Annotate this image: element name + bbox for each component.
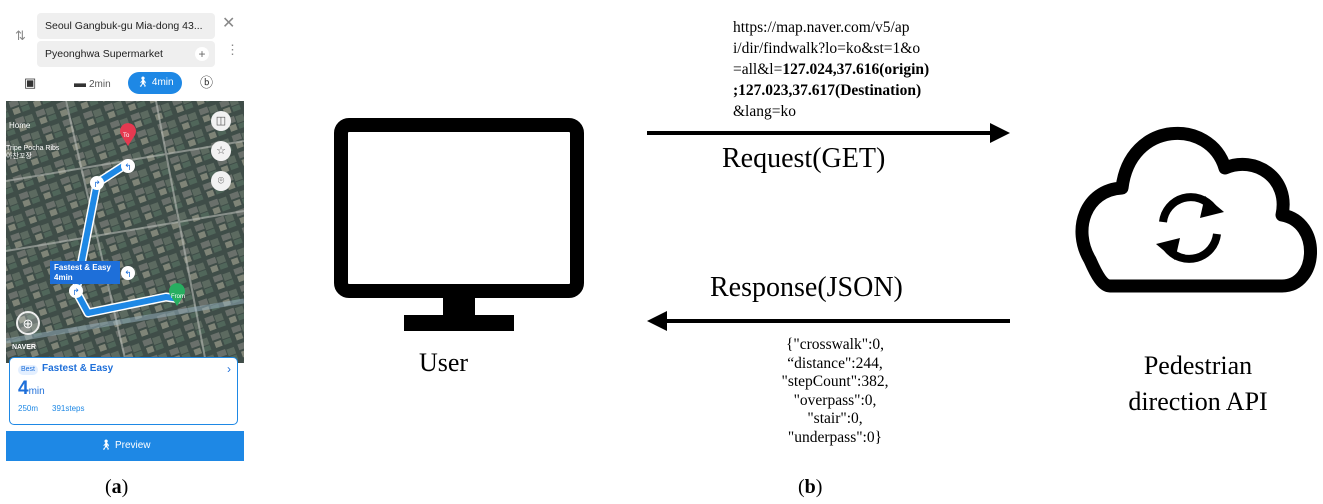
more-icon[interactable]: ⋮ [226, 42, 239, 57]
preview-button[interactable]: 🚶︎ Preview [6, 431, 244, 461]
json-line: {"crosswalk":0, [785, 336, 884, 353]
caption-b: (b) [798, 476, 823, 498]
response-arrow [647, 311, 1010, 331]
json-line: “distance":244, [787, 354, 883, 372]
transport-mode-bar: ▣ ▬2min 🚶︎ 4min ⓑ [6, 72, 244, 98]
caption-b-letter: b [804, 476, 816, 498]
svg-text:↱: ↱ [93, 179, 101, 189]
car-icon: ▬ [74, 76, 86, 90]
destination-pin[interactable]: To [123, 133, 130, 139]
url-line: https://map.naver.com/v5/ap [733, 19, 910, 36]
url-line: =all&l=127.024,37.616(origin) [733, 59, 973, 80]
caption-a-letter: a [111, 476, 122, 498]
close-icon[interactable]: ✕ [222, 15, 236, 32]
json-line: "overpass":0, [793, 391, 877, 409]
route-steps: 391steps [52, 404, 85, 413]
walk-icon: 🚶︎ [136, 77, 150, 88]
route-tag[interactable]: Fastest & Easy 4min [50, 261, 120, 284]
car-mode-tab[interactable]: ▬2min [74, 72, 111, 94]
destination-field[interactable]: Pyeonghwa Supermarket + [37, 41, 215, 67]
route-distance: 250m [18, 404, 39, 413]
json-line: "stair":0, [807, 410, 863, 427]
poi-label: Tripe Pocha Ribs 아찬꼬장 [6, 145, 59, 161]
destination-text: Pyeonghwa Supermarket [45, 48, 163, 60]
user-label: User [419, 348, 469, 377]
route-duration-number: 4 [18, 378, 29, 399]
add-waypoint-icon[interactable]: + [195, 47, 209, 61]
bus-mode-icon[interactable]: ▣ [24, 75, 37, 90]
url-origin: 127.024,37.616(origin) [782, 61, 930, 78]
layers-icon[interactable]: ◫ [211, 111, 231, 131]
request-label: Request(GET) [722, 143, 886, 174]
monitor-icon [334, 118, 584, 331]
chevron-right-icon[interactable]: › [227, 362, 231, 376]
json-line: "stepCount":382, [781, 373, 889, 390]
phone-screenshot: ⇅ Seoul Gangbuk-gu Mia-dong 43... ✕ Pyeo… [6, 6, 244, 461]
url-line: i/dir/findwalk?lo=ko&st=1&o [733, 40, 921, 57]
walk-icon: 🚶︎ [99, 440, 113, 451]
walk-time: 4min [151, 77, 174, 88]
car-time: 2min [89, 79, 111, 90]
url-destination: ;127.023,37.617(Destination) [733, 82, 922, 99]
home-label: Home [9, 121, 31, 130]
svg-text:↱: ↱ [72, 287, 80, 297]
api-label-line1: Pedestrian [1143, 351, 1253, 380]
json-line: "underpass":0} [787, 428, 883, 446]
caption-a: (a) [105, 476, 129, 498]
my-location-icon[interactable]: ⊕ [16, 311, 40, 335]
location-pin-icon[interactable]: ⌾ [211, 171, 231, 191]
api-label: Pedestrian direction API [1093, 348, 1303, 420]
route-duration-unit: min [28, 386, 45, 397]
map-canvas: ↰ ↱ ↰ ↱ [6, 101, 244, 363]
walk-mode-tab[interactable]: 🚶︎ 4min [128, 72, 182, 94]
origin-field[interactable]: Seoul Gangbuk-gu Mia-dong 43... [37, 13, 215, 39]
route-summary-card[interactable]: Best Fastest & Easy › 4min 250m 391steps [9, 357, 238, 425]
svg-text:↰: ↰ [124, 162, 132, 172]
preview-label: Preview [114, 440, 151, 451]
swap-icon[interactable]: ⇅ [15, 28, 26, 43]
svg-text:↰: ↰ [124, 269, 132, 279]
route-tag-time: 4min [54, 273, 73, 282]
origin-pin[interactable]: From [171, 294, 185, 300]
url-line: &lang=ko [733, 103, 796, 120]
map-view[interactable]: ↰ ↱ ↰ ↱ Home Tripe Pocha Ribs 아찬꼬장 To Fr… [6, 101, 244, 363]
request-arrow [647, 123, 1010, 143]
route-tag-title: Fastest & Easy [54, 263, 111, 272]
naver-logo: NAVER [12, 344, 36, 351]
poi-label-line1: Tripe Pocha Ribs [6, 145, 60, 152]
api-label-line2: direction API [1128, 387, 1268, 416]
best-badge: Best [18, 365, 39, 375]
star-icon[interactable]: ☆ [211, 141, 231, 161]
url-param: =all&l= [733, 61, 783, 78]
route-title: Fastest & Easy [42, 363, 114, 374]
response-label: Response(JSON) [710, 272, 903, 303]
cloud-sync-icon [1075, 126, 1317, 293]
route-duration: 4min [18, 378, 45, 400]
response-json: {"crosswalk":0, “distance":244, "stepCou… [745, 336, 925, 447]
poi-label-line2: 아찬꼬장 [6, 153, 32, 160]
request-url: https://map.naver.com/v5/ap i/dir/findwa… [733, 17, 973, 122]
bike-mode-icon[interactable]: ⓑ [200, 75, 214, 90]
